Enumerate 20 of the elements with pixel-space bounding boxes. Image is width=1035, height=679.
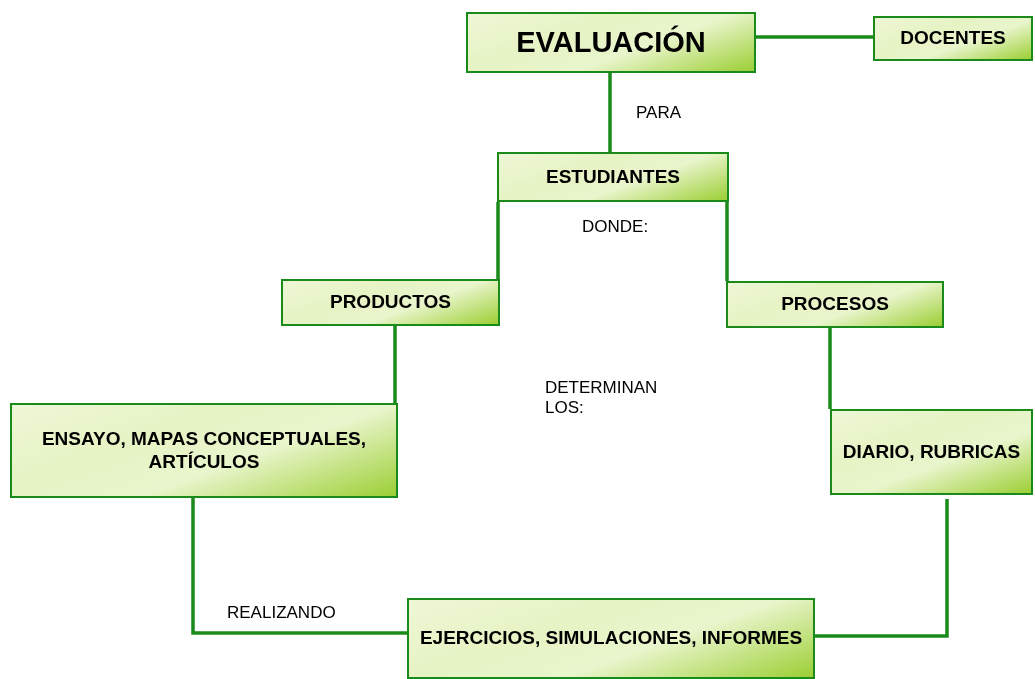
concept-box: DIARIO, RUBRICAS [830, 409, 1033, 495]
concept-box: DOCENTES [873, 16, 1033, 61]
concept-box: PROCESOS [726, 281, 944, 328]
concept-box: ENSAYO, MAPAS CONCEPTUALES, ARTÍCULOS [10, 403, 398, 498]
connector-word: DETERMINAN LOS: [545, 378, 659, 418]
connector-line [191, 498, 407, 635]
connector-line [496, 202, 500, 279]
connector-line [608, 73, 612, 152]
edge-label: PARA [636, 103, 682, 123]
concept-box: EVALUACIÓN [466, 12, 756, 73]
concept-box: PRODUCTOS [281, 279, 500, 326]
concept-box: EJERCICIOS, SIMULACIONES, INFORMES [407, 598, 815, 679]
connector-line [828, 328, 832, 409]
connector-line [815, 499, 949, 638]
connector-line [725, 202, 729, 281]
connector-word: DONDE: [582, 217, 650, 237]
connector-line [756, 35, 873, 39]
concept-box: ESTUDIANTES [497, 152, 729, 202]
edge-label: REALIZANDO [227, 603, 336, 623]
connector-line [393, 326, 397, 403]
